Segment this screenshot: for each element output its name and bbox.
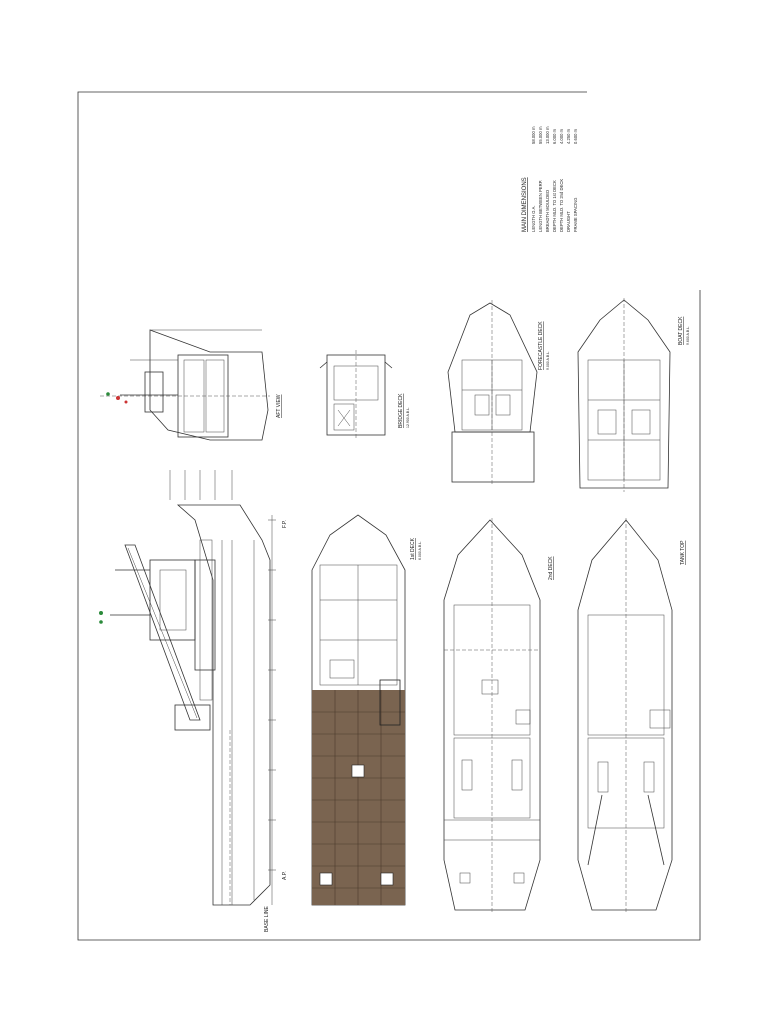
boat-deck-plan: BOAT DECK 9.600 A.B.L.: [577, 298, 690, 492]
bridge-deck-label: BRIDGE DECK: [398, 393, 404, 428]
first-deck-label: 1st DECK: [410, 537, 416, 560]
dimension-rows: LENGTH O.A. 58.000 m LENGTH BETWEEN PERP…: [531, 126, 578, 232]
dimension-value: 55.000 m: [538, 126, 543, 144]
cargo-deck-grid: [312, 690, 405, 905]
deck-level-marks: [169, 470, 233, 500]
tank-top-plan: TANK TOP: [577, 518, 686, 912]
dimension-label: BREADTH MOULDED: [545, 190, 550, 232]
dimension-label: DEPTH MLD. TO 1st DECK: [552, 180, 557, 232]
main-dimensions-block: MAIN DIMENSIONS LENGTH O.A. 58.000 m LEN…: [522, 126, 578, 232]
second-deck-label: 2nd DECK: [548, 556, 554, 580]
dimension-value: 13.000 m: [545, 126, 550, 144]
aft-view-label: AFT VIEW: [276, 394, 282, 418]
boat-deck-label: BOAT DECK: [678, 316, 684, 345]
cargo-deck-area: [312, 690, 405, 905]
forecastle-deck-label: FORECASTLE DECK: [538, 321, 544, 370]
first-deck-sublabel: 6.000 A.B.L.: [418, 541, 422, 560]
drawing-frame-left-top: [77, 91, 701, 941]
dimension-value: 4.000 m: [559, 128, 564, 144]
bridge-deck-plan: BRIDGE DECK 12.900 A.B.L.: [319, 350, 410, 440]
dimension-value: 4.250 m: [566, 128, 571, 144]
dimension-label: DEPTH MLD. TO 2nd DECK: [559, 179, 564, 232]
dimension-value: 58.000 m: [531, 126, 536, 144]
dimension-value: 6.000 m: [552, 128, 557, 144]
dimension-label: LENGTH BETWEEN PERP.: [538, 180, 543, 232]
side-profile: F.P. A.P. BASE LINE: [99, 470, 288, 932]
tank-top-label: TANK TOP: [680, 540, 686, 565]
main-dimensions-title: MAIN DIMENSIONS: [522, 177, 528, 232]
bridge-deck-sublabel: 12.900 A.B.L.: [406, 407, 410, 428]
dimension-label: LENGTH O.A.: [531, 205, 536, 232]
dimension-label: FRAME SPACING: [573, 198, 578, 232]
forecastle-deck-sublabel: 9.000 A.B.L.: [546, 351, 550, 370]
second-deck-plan: 2nd DECK: [443, 518, 554, 912]
base-line-label: BASE LINE: [264, 905, 270, 932]
first-deck-plan: 1st DECK 6.000 A.B.L.: [311, 514, 422, 906]
aft-view: AFT VIEW: [100, 329, 282, 441]
dimension-value: 0.600 m: [573, 128, 578, 144]
dimension-label: DRAUGHT: [566, 211, 571, 232]
boat-deck-sublabel: 9.600 A.B.L.: [686, 326, 690, 345]
ap-label: A.P.: [282, 871, 288, 880]
forecastle-deck-plan: FORECASTLE DECK 9.000 A.B.L.: [447, 300, 550, 485]
fp-label: F.P.: [282, 520, 288, 528]
